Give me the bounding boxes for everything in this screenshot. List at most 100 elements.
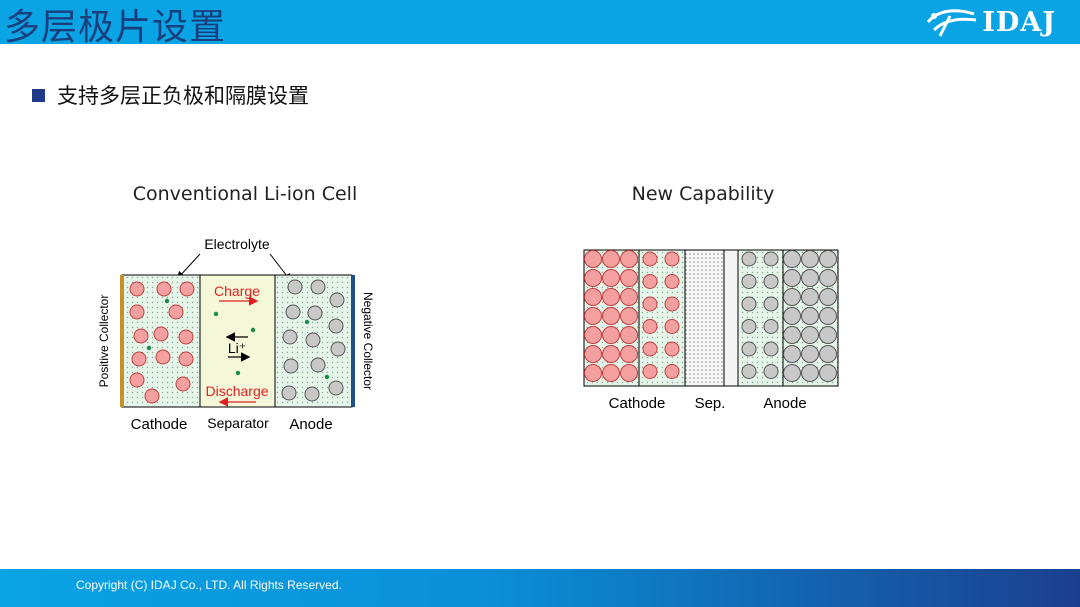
anode-particle bbox=[304, 386, 320, 402]
anode-particle bbox=[783, 364, 801, 382]
cathode-particle bbox=[584, 345, 602, 363]
anode-particle bbox=[328, 380, 344, 396]
discharge-label: Discharge bbox=[205, 383, 268, 399]
cathode-particle bbox=[620, 364, 638, 382]
separator-label: Separator bbox=[207, 415, 269, 431]
ion-dot bbox=[324, 374, 330, 380]
footer-bar: Copyright (C) IDAJ Co., LTD. All Rights … bbox=[0, 569, 1080, 607]
anode-particle bbox=[741, 364, 757, 379]
conventional-cell-diagram: Conventional Li-ion Cell Electrolyte bbox=[97, 183, 375, 433]
cathode-particle bbox=[131, 351, 147, 367]
company-logo: IDAJ bbox=[926, 5, 1056, 39]
anode-layer-1-particles bbox=[741, 251, 779, 379]
anode-layer-1 bbox=[737, 249, 784, 387]
cathode-particles bbox=[129, 281, 195, 404]
cathode-particle bbox=[620, 250, 638, 268]
cathode-layer-2-particles bbox=[642, 251, 680, 379]
anode-particle bbox=[330, 341, 346, 357]
cathode-particle bbox=[584, 364, 602, 382]
anode-particle bbox=[287, 279, 303, 295]
cathode-particle bbox=[584, 307, 602, 325]
cell-diagrams: Conventional Li-ion Cell Electrolyte bbox=[97, 183, 839, 433]
logo-text: IDAJ bbox=[982, 6, 1056, 38]
anode-particle bbox=[741, 296, 757, 312]
anode-particle bbox=[819, 364, 837, 382]
cathode-particle bbox=[133, 328, 149, 344]
negative-collector-label: Negative Collector bbox=[361, 292, 375, 390]
copyright-text: Copyright (C) IDAJ Co., LTD. All Rights … bbox=[76, 578, 342, 592]
cathode-particle bbox=[144, 388, 160, 404]
cathode-particle bbox=[129, 281, 145, 297]
electrolyte-label: Electrolyte bbox=[204, 236, 270, 252]
cathode-particle bbox=[584, 269, 602, 287]
anode-particle bbox=[783, 250, 801, 268]
cathode-particle bbox=[602, 288, 620, 306]
cathode-particle bbox=[175, 376, 191, 392]
bullet-text: 支持多层正负极和隔膜设置 bbox=[57, 84, 309, 108]
anode-particle bbox=[282, 329, 298, 345]
cathode-particle bbox=[642, 296, 658, 312]
new-anode-label: Anode bbox=[763, 395, 806, 412]
cathode-label: Cathode bbox=[131, 416, 188, 433]
cathode-particle bbox=[620, 288, 638, 306]
anode-particle bbox=[763, 251, 779, 267]
cathode-particle bbox=[602, 364, 620, 382]
anode-particle bbox=[801, 269, 819, 287]
cathode-particle bbox=[584, 250, 602, 268]
cathode-particle bbox=[178, 351, 194, 367]
cathode-particle bbox=[602, 326, 620, 344]
anode-particle bbox=[763, 274, 779, 289]
cathode-particle bbox=[156, 281, 172, 297]
anode-particle bbox=[310, 279, 326, 295]
cathode-layer-2 bbox=[638, 249, 686, 387]
cathode-particle bbox=[620, 307, 638, 325]
cathode-particle bbox=[178, 329, 194, 345]
cathode-particle bbox=[129, 372, 145, 388]
anode-particle bbox=[783, 269, 801, 287]
anode-particle bbox=[763, 319, 779, 334]
ion-dot bbox=[164, 298, 170, 304]
anode-particle bbox=[801, 345, 819, 363]
anode-particle bbox=[801, 364, 819, 382]
anode-particle bbox=[741, 341, 757, 357]
bullet-square-icon bbox=[32, 88, 45, 102]
cathode-particle bbox=[642, 364, 658, 379]
page-title: 多层极片设置 bbox=[4, 7, 227, 48]
anode-particle bbox=[283, 358, 299, 374]
anode-particle bbox=[763, 341, 779, 357]
negative-collector-strip bbox=[351, 275, 355, 407]
anode-particle bbox=[801, 250, 819, 268]
anode-particle bbox=[741, 274, 757, 289]
lithium-ion-dots bbox=[146, 298, 330, 380]
bullet-point: 支持多层正负极和隔膜设置 bbox=[32, 80, 309, 110]
anode-particle bbox=[819, 307, 837, 325]
anode-particle bbox=[741, 319, 757, 334]
ion-dot bbox=[304, 319, 310, 325]
anode-particle bbox=[783, 288, 801, 306]
cathode-particle bbox=[129, 304, 145, 320]
cathode-particle bbox=[602, 250, 620, 268]
cathode-particle bbox=[620, 345, 638, 363]
lithium-ion-label: Li⁺ bbox=[228, 340, 246, 356]
ion-dot bbox=[146, 345, 152, 351]
anode-particle bbox=[801, 307, 819, 325]
anode-particle bbox=[783, 345, 801, 363]
anode-particle bbox=[783, 307, 801, 325]
anode-particle bbox=[819, 269, 837, 287]
cathode-particle bbox=[664, 296, 680, 312]
cathode-layer-1-particles bbox=[584, 250, 638, 382]
cathode-particle bbox=[602, 307, 620, 325]
new-capability-diagram: New Capability Cathode Sep. Anode bbox=[583, 183, 839, 412]
anode-particle bbox=[819, 250, 837, 268]
positive-collector-strip bbox=[120, 275, 124, 407]
separator-region bbox=[199, 274, 276, 408]
cathode-particle bbox=[642, 274, 658, 289]
logo-icon bbox=[927, 9, 977, 37]
anode-particle bbox=[819, 288, 837, 306]
cathode-particle bbox=[153, 326, 169, 342]
cathode-particle bbox=[664, 319, 680, 334]
anode-particle bbox=[285, 304, 301, 320]
cathode-particle bbox=[155, 349, 171, 365]
anode-particle bbox=[310, 357, 326, 373]
anode-particle bbox=[783, 326, 801, 344]
